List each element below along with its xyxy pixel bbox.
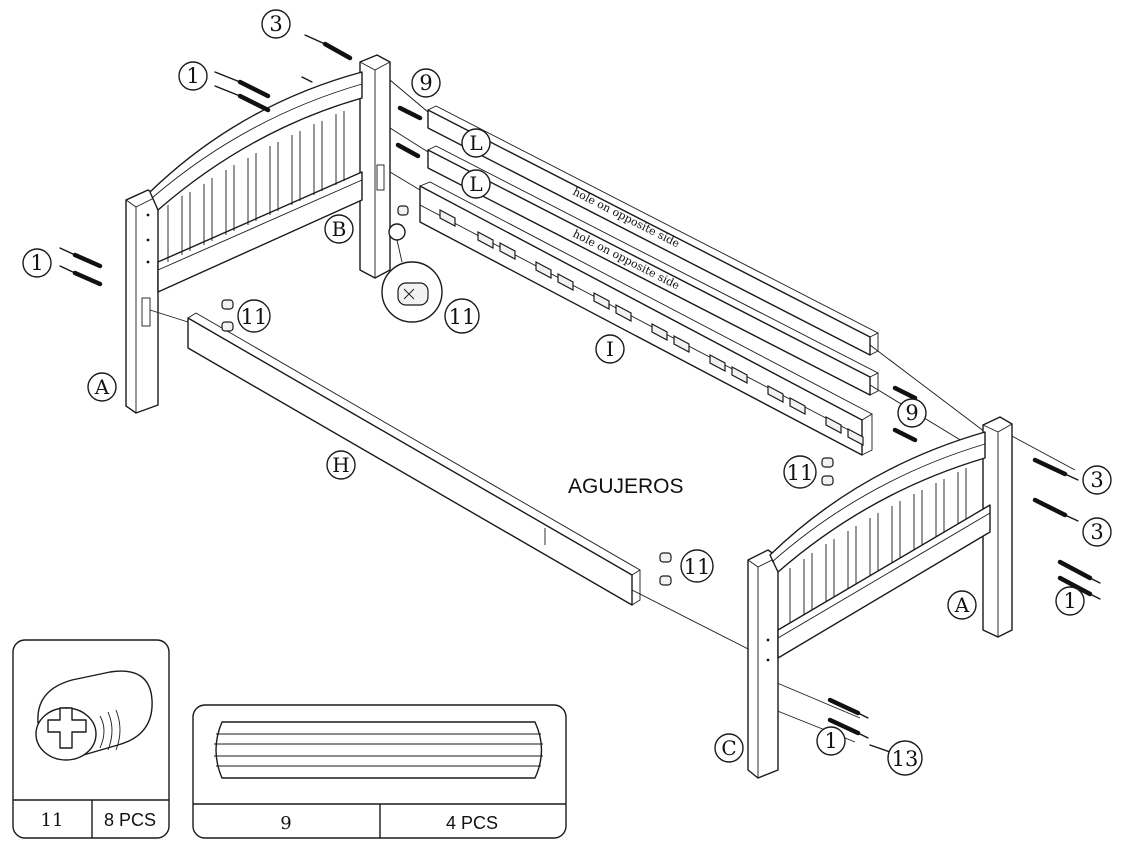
callout-1-left-top: 1 <box>178 61 208 91</box>
callout-1-right: 1 <box>1055 586 1085 616</box>
callout-11-left: 11 <box>237 299 271 333</box>
barrel-nut-quantity: 8 PCS <box>104 810 156 830</box>
callout-L-upper: L <box>461 128 491 158</box>
svg-text:11: 11 <box>684 555 711 579</box>
dowel-icon <box>214 721 543 779</box>
bolts <box>59 34 1101 753</box>
svg-text:H: H <box>332 453 349 477</box>
svg-text:11: 11 <box>449 305 476 329</box>
side-rail-upper <box>427 105 879 356</box>
callout-13: 13 <box>887 740 923 776</box>
svg-text:L: L <box>469 172 482 196</box>
svg-text:1: 1 <box>186 64 199 88</box>
callout-11-right-lower: 11 <box>783 455 817 489</box>
dowel-quantity: 4 PCS <box>446 813 498 833</box>
headboard-back <box>125 54 391 414</box>
parts-box-dowel: 9 4 PCS <box>192 704 567 839</box>
svg-text:11: 11 <box>787 461 814 485</box>
callout-11-right-upper: 11 <box>680 549 714 583</box>
slat-rail-I <box>419 181 873 456</box>
callout-H: H <box>326 450 356 480</box>
callout-11-inset: 11 <box>444 298 480 334</box>
svg-text:9: 9 <box>419 71 432 95</box>
svg-text:11: 11 <box>241 305 268 329</box>
callout-3-right-upper: 3 <box>1082 465 1112 495</box>
barrel-nut-magnifier <box>381 223 443 323</box>
callout-1-left-mid: 1 <box>22 248 52 278</box>
parts-box-barrel-nut: 11 8 PCS <box>12 639 170 839</box>
callout-A-right: A <box>947 590 977 620</box>
svg-text:1: 1 <box>30 251 43 275</box>
svg-text:C: C <box>721 736 736 760</box>
svg-text:3: 3 <box>269 12 282 36</box>
svg-text:3: 3 <box>1090 520 1103 544</box>
callout-C: C <box>714 733 744 763</box>
barrel-nuts <box>221 205 834 586</box>
callout-9-right: 9 <box>897 398 927 428</box>
barrel-nut-part-number: 11 <box>41 810 64 831</box>
dowel-part-number: 9 <box>280 813 291 834</box>
callout-L-lower: L <box>461 169 491 199</box>
front-rail-H <box>187 312 641 606</box>
footboard-front <box>747 416 1013 779</box>
callout-9-top: 9 <box>411 68 441 98</box>
callout-I: I <box>595 334 625 364</box>
side-rail-lower <box>427 145 879 396</box>
callout-3-top: 3 <box>261 9 291 39</box>
barrel-nut-icon <box>35 670 153 761</box>
svg-text:1: 1 <box>1063 589 1076 613</box>
svg-text:3: 3 <box>1090 468 1103 492</box>
svg-text:A: A <box>954 593 970 617</box>
svg-text:I: I <box>606 337 614 361</box>
callout-B: B <box>324 214 354 244</box>
callout-3-right-lower: 3 <box>1082 517 1112 547</box>
svg-text:13: 13 <box>892 747 919 771</box>
agujeros-label: AGUJEROS <box>568 475 684 498</box>
svg-text:B: B <box>332 217 347 241</box>
callout-A-left: A <box>87 372 117 402</box>
svg-text:1: 1 <box>824 729 837 753</box>
svg-text:9: 9 <box>905 401 918 425</box>
callout-1-bottom: 1 <box>816 726 846 756</box>
svg-text:A: A <box>94 375 110 399</box>
svg-text:L: L <box>469 131 482 155</box>
assembly-guide-lines <box>149 79 1076 743</box>
